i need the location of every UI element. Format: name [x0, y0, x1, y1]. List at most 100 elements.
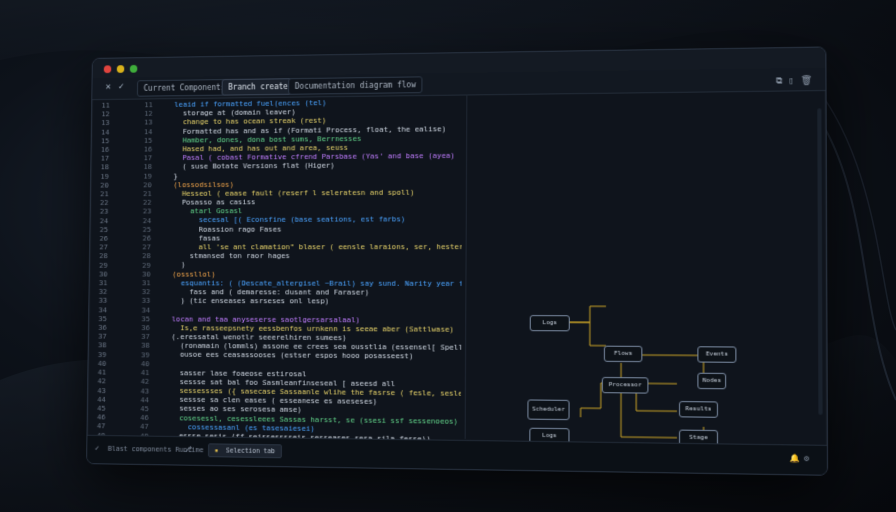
code-line: ) (tic enseases asrseses onl lesp) — [171, 296, 330, 306]
diagram-node-nodes[interactable]: Nodes — [697, 372, 727, 390]
tab-label: Documentation diagram flow — [294, 80, 416, 91]
line-number: 44 — [97, 394, 106, 404]
maximize-window-icon[interactable] — [129, 64, 138, 73]
copy-icon[interactable]: ⧉ — [775, 76, 783, 87]
flow-diagram: Logs Flows Events Nodes Processor Schedu… — [466, 90, 815, 447]
line-number: 31 — [98, 278, 108, 288]
fold-line-number: 35 — [141, 314, 151, 324]
minimize-window-icon[interactable] — [116, 65, 125, 73]
diagram-node-processor[interactable]: Processor — [601, 376, 649, 394]
selection-chip-label: Selection tab — [226, 446, 275, 456]
connector-processor-stage — [621, 391, 677, 437]
line-number: 43 — [97, 385, 106, 395]
line-number: 29 — [99, 260, 108, 270]
fold-line-number: 13 — [144, 118, 153, 127]
node-label: Stage — [689, 433, 708, 442]
line-number: 36 — [98, 323, 107, 332]
vertical-scrollbar[interactable] — [817, 108, 823, 415]
diagram-node-results[interactable]: Results — [679, 401, 718, 418]
fold-line-number: 41 — [140, 368, 150, 378]
fold-line-number: 24 — [142, 215, 152, 225]
selection-chip[interactable]: ▪ Selection tab — [207, 443, 282, 459]
line-number: 37 — [98, 332, 107, 341]
trash-icon[interactable]: 🗑 — [800, 76, 813, 87]
fold-line-number: 18 — [143, 162, 153, 172]
code-line: fasas — [172, 233, 221, 243]
line-number: 12 — [101, 109, 110, 119]
node-label: Events — [705, 350, 729, 358]
diagram-node-events[interactable]: Events — [697, 346, 737, 363]
diagram-node-logs[interactable]: Logs — [529, 315, 570, 332]
line-number: 27 — [99, 242, 108, 252]
line-number: 32 — [98, 287, 108, 297]
code-line: stmansed ton raor hages — [172, 251, 290, 261]
line-number: 41 — [97, 367, 107, 377]
line-number: 35 — [98, 314, 107, 323]
bell-icon[interactable]: 🔔 — [789, 453, 800, 464]
line-number: 14 — [101, 127, 110, 137]
fold-line-number: 25 — [142, 224, 152, 234]
node-label: Scheduler — [532, 405, 565, 413]
close-x-icon[interactable]: ✕ — [105, 81, 112, 93]
line-number: 46 — [96, 412, 106, 422]
node-label: Logs — [542, 431, 557, 440]
fold-line-number: 34 — [141, 305, 151, 315]
tab-documentation-diagram[interactable]: Documentation diagram flow — [288, 76, 423, 95]
line-number: 22 — [100, 198, 109, 208]
code-line: sesees ses sesesssel sasesssesessel (fes… — [178, 467, 460, 476]
line-number: 11 — [101, 100, 110, 110]
connector-logs-flows — [570, 322, 606, 345]
checkmark-icon[interactable]: ✓ — [118, 81, 125, 93]
fold-line-number: 30 — [142, 269, 151, 279]
line-number: 39 — [97, 349, 107, 359]
gear-icon[interactable]: ⚙ — [803, 453, 810, 464]
fold-line-number: 26 — [142, 233, 152, 243]
fold-line-number: 32 — [141, 287, 151, 297]
line-number: 20 — [100, 180, 109, 190]
line-number: 19 — [100, 171, 109, 181]
line-number: 38 — [97, 340, 107, 350]
line-number: 33 — [98, 296, 108, 306]
fold-line-number: 15 — [143, 135, 153, 145]
diagram-node-scheduler[interactable]: Scheduler — [527, 399, 570, 421]
fold-line-number: 44 — [140, 395, 150, 405]
fold-line-number: 42 — [140, 377, 150, 387]
fold-line-number: 36 — [141, 323, 150, 333]
node-label: Logs — [542, 319, 557, 327]
close-window-icon[interactable] — [103, 65, 112, 74]
fold-line-number: 38 — [141, 341, 150, 351]
branch-icon[interactable]: ⎇ — [183, 444, 193, 454]
fold-line-number: 20 — [143, 180, 152, 190]
fold-line-number: 23 — [142, 207, 152, 216]
fold-line-number: 16 — [143, 144, 153, 154]
node-label: Results — [685, 405, 712, 413]
fold-line-number: 12 — [144, 109, 153, 118]
fold-line-number: 40 — [140, 359, 150, 369]
check-icon[interactable]: ✓ — [94, 443, 100, 453]
line-number: 45 — [97, 403, 106, 413]
fold-line-number: 21 — [143, 189, 152, 198]
fold-line-number: 14 — [143, 126, 153, 136]
fold-line-number: 11 — [144, 100, 153, 110]
line-number: 24 — [99, 216, 109, 225]
fold-line-number: 43 — [140, 386, 150, 396]
fold-line-number: 46 — [140, 413, 149, 423]
line-number: 28 — [99, 251, 108, 261]
line-number: 42 — [97, 376, 107, 386]
line-number: 21 — [100, 189, 109, 199]
line-number: 23 — [99, 207, 109, 216]
line-number: 16 — [100, 145, 110, 154]
node-label: Processor — [608, 381, 642, 389]
line-number: 25 — [99, 225, 109, 234]
code-line: ) — [172, 260, 186, 270]
diagram-node-flows[interactable]: Flows — [603, 345, 643, 363]
fold-line-number: 28 — [142, 251, 151, 261]
code-line: all 'se ant clamation" blaser ( eensle l… — [172, 242, 462, 252]
line-number: 26 — [99, 233, 109, 243]
file-icon[interactable]: ▯ — [788, 76, 794, 87]
code-editor[interactable]: leaid if formatted fuel(ences (tel) stor… — [170, 97, 463, 476]
fold-line-number: 29 — [142, 260, 151, 270]
tab-label: Branch created — [228, 82, 293, 92]
